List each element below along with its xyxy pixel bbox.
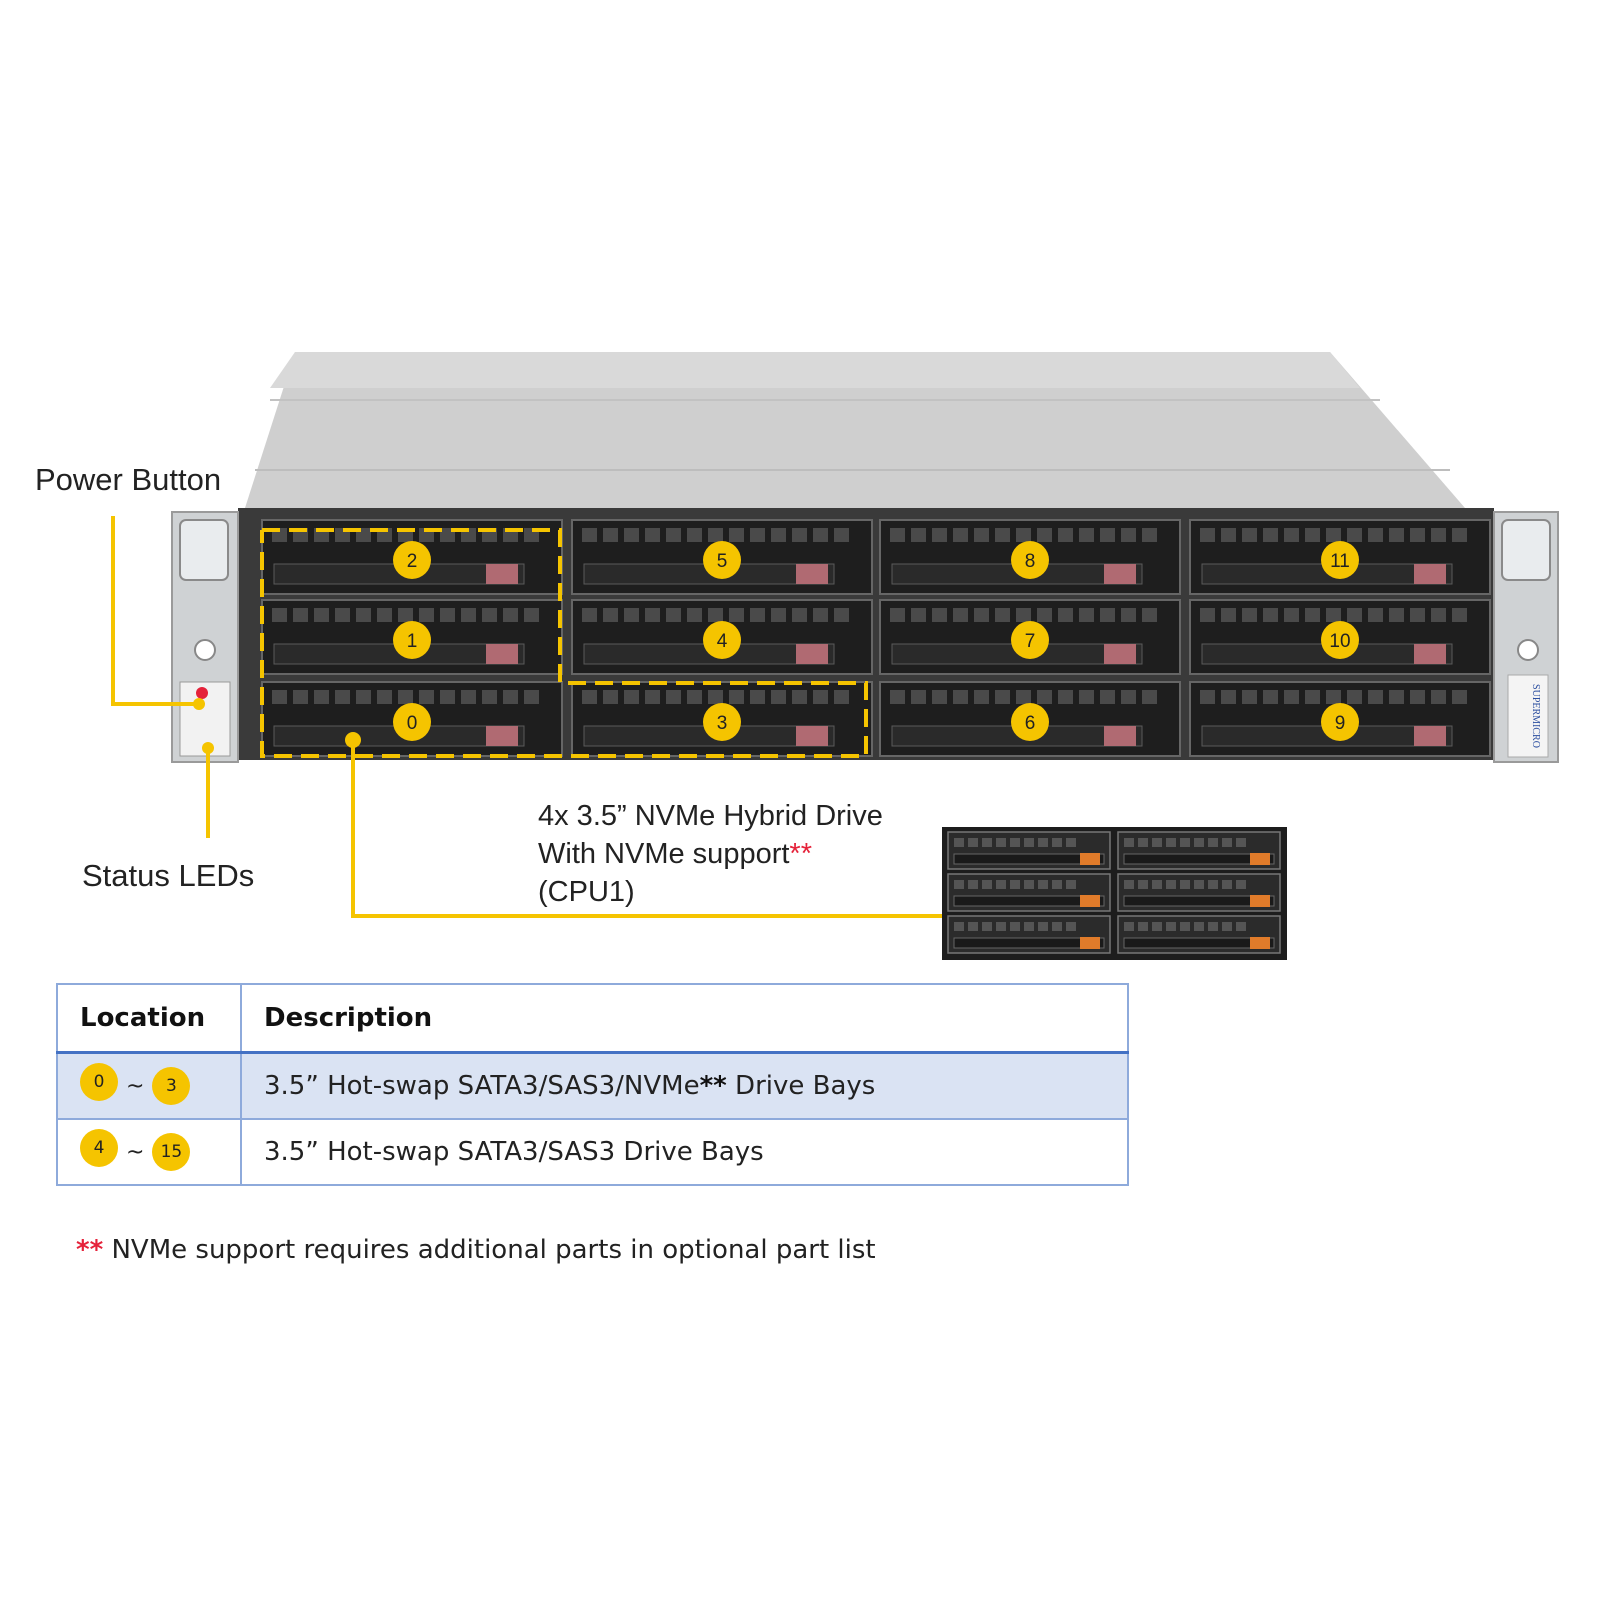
drive-bay-11[interactable]: 11	[1189, 519, 1491, 595]
drive-bay-9[interactable]: 9	[1189, 681, 1491, 757]
table-header-row: Location Description	[56, 983, 1129, 1054]
bay-number: 3	[717, 713, 728, 734]
power-button-label: Power Button	[35, 462, 222, 497]
bay-number: 4	[717, 631, 728, 652]
mini-drive-slot	[947, 873, 1111, 912]
drive-latch-icon[interactable]	[796, 726, 828, 746]
hybrid-drive-label: 4x 3.5” NVMe Hybrid Drive With NVMe supp…	[538, 797, 883, 911]
drive-bay-4[interactable]: 4	[571, 599, 873, 675]
bay-badge: 3	[152, 1067, 191, 1105]
bay-number-badge	[703, 621, 741, 659]
bay-badge: 0	[80, 1063, 118, 1101]
drive-bay-3[interactable]: 3	[571, 681, 873, 757]
mini-drive-slot	[947, 915, 1111, 954]
drive-latch-icon[interactable]	[1414, 644, 1446, 664]
bay-number-badge	[1011, 621, 1049, 659]
drive-bay-6[interactable]: 6	[879, 681, 1181, 757]
bay-number: 11	[1330, 551, 1350, 572]
bay-number: 0	[407, 713, 418, 734]
drive-latch-icon[interactable]	[1104, 644, 1136, 664]
location-cell: 0~3	[56, 1051, 242, 1120]
bay-number-badge	[703, 703, 741, 741]
drive-latch-icon[interactable]	[1414, 726, 1446, 746]
drive-latch-icon[interactable]	[796, 564, 828, 584]
bay-number: 2	[407, 551, 418, 572]
bay-number-badge	[1321, 621, 1359, 659]
bay-number: 6	[1025, 713, 1036, 734]
drive-location-table: Location Description 0~3 3.5” Hot-swap S…	[56, 983, 1129, 1186]
drive-latch-icon[interactable]	[1104, 564, 1136, 584]
nvme-footnote: ** NVMe support requires additional part…	[76, 1235, 876, 1265]
drive-latch-icon[interactable]	[1104, 726, 1136, 746]
drive-latch-icon[interactable]	[796, 644, 828, 664]
drive-bay-2[interactable]: 2	[261, 519, 563, 595]
drive-latch-icon[interactable]	[486, 644, 518, 664]
description-cell: 3.5” Hot-swap SATA3/SAS3 Drive Bays	[240, 1118, 1129, 1186]
drive-latch-icon[interactable]	[486, 564, 518, 584]
bay-number: 5	[717, 551, 728, 572]
hybrid-drive-line3: (CPU1)	[538, 876, 635, 908]
drive-bay-10[interactable]: 10	[1189, 599, 1491, 675]
hybrid-drive-tray-image	[942, 827, 1287, 960]
bay-number-badge	[1011, 703, 1049, 741]
description-header: Description	[240, 983, 1129, 1054]
bay-number: 9	[1335, 713, 1346, 734]
bay-number-badge	[393, 541, 431, 579]
mini-drive-slot	[1117, 873, 1281, 912]
nvme-footnote-mark: **	[789, 838, 812, 870]
drive-latch-icon[interactable]	[1414, 564, 1446, 584]
hybrid-drive-leader	[351, 740, 942, 918]
bay-number-badge	[703, 541, 741, 579]
bay-number-badge	[1011, 541, 1049, 579]
bay-number: 1	[407, 631, 418, 652]
location-cell: 4~15	[56, 1118, 242, 1186]
power-button-icon[interactable]	[196, 687, 208, 699]
bay-number: 10	[1329, 631, 1350, 652]
bay-badge: 15	[152, 1133, 191, 1171]
hybrid-drive-line1: 4x 3.5” NVMe Hybrid Drive	[538, 800, 883, 832]
mini-drive-slot	[1117, 831, 1281, 870]
mini-drive-slot	[1117, 915, 1281, 954]
mini-drive-slot	[947, 831, 1111, 870]
bay-number-badge	[1321, 541, 1359, 579]
drive-bay-7[interactable]: 7	[879, 599, 1181, 675]
bay-number-badge	[1321, 703, 1359, 741]
power-button-leader	[111, 516, 196, 706]
drive-bay-8[interactable]: 8	[879, 519, 1181, 595]
bay-number-badge	[393, 621, 431, 659]
drive-bay-5[interactable]: 5	[571, 519, 873, 595]
bay-number-badge	[393, 703, 431, 741]
drive-latch-icon[interactable]	[486, 726, 518, 746]
drive-bay-1[interactable]: 1	[261, 599, 563, 675]
table-row: 0~3 3.5” Hot-swap SATA3/SAS3/NVMe** Driv…	[56, 1051, 1129, 1120]
drive-bay-0[interactable]: 0	[261, 681, 563, 757]
bay-number: 7	[1025, 631, 1036, 652]
table-row: 4~15 3.5” Hot-swap SATA3/SAS3 Drive Bays	[56, 1118, 1129, 1186]
status-leds-label: Status LEDs	[82, 858, 255, 893]
hybrid-drive-line2: With NVMe support**	[538, 838, 812, 870]
bay-number: 8	[1025, 551, 1036, 572]
supermicro-logo: SUPERMICRO	[1530, 684, 1541, 748]
location-header: Location	[56, 983, 242, 1054]
chassis-top-highlight	[270, 352, 1360, 388]
nvme-bays-highlight	[260, 528, 868, 758]
bay-badge: 4	[80, 1129, 118, 1167]
description-cell: 3.5” Hot-swap SATA3/SAS3/NVMe** Drive Ba…	[240, 1051, 1129, 1120]
